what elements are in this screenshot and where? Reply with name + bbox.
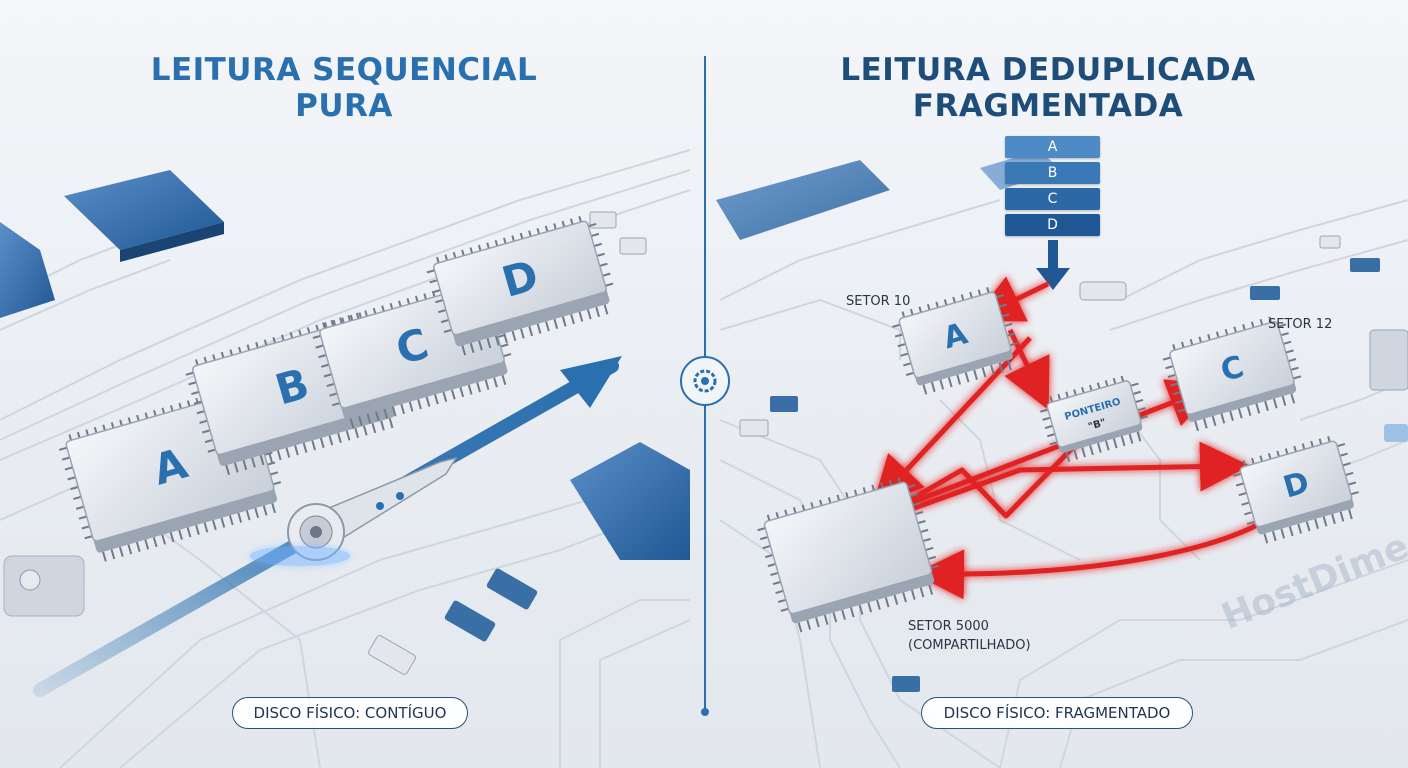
decor-chip-blue-topright (716, 160, 890, 240)
left-title-line2: PURA (295, 88, 393, 124)
label-sector-10: SETOR 10 (846, 294, 911, 309)
chip-d-face (1239, 440, 1353, 528)
request-arrow-head (1036, 268, 1070, 290)
disk-read-head (250, 456, 458, 566)
decor-chip-blue-center-right (570, 442, 690, 560)
gear-icon (680, 356, 730, 406)
sequential-arrow-head (560, 356, 622, 408)
left-panel-title: LEITURA SEQUENCIAL PURA (44, 52, 644, 124)
chip-sector-10-a: A (892, 287, 1018, 395)
stack-block-a: A (1005, 136, 1100, 158)
decor-chip-blue-left-edge (0, 222, 55, 318)
stack-block-b: B (1005, 162, 1100, 184)
label-sector-5000: SETOR 5000 (COMPARTILHADO) (908, 617, 1031, 655)
chip-pointer-b-label-2: "B" (1087, 417, 1107, 433)
request-block-stack: A B C D (1005, 136, 1100, 240)
right-panel-title: LEITURA DEDUPLICADA FRAGMENTADA (748, 52, 1348, 124)
stack-block-c: C (1005, 188, 1100, 210)
right-title-line1: LEITURA DEDUPLICADA (840, 52, 1256, 88)
stack-block-d: D (1005, 214, 1100, 236)
chip-sector-12-c-pins (1162, 316, 1302, 432)
left-chip-d-pins (426, 215, 614, 356)
chip-sector-10-a-face (898, 291, 1012, 379)
decor-components-right (739, 235, 1408, 692)
chip-sector-12-c: C (1162, 316, 1302, 432)
decor-resistors-left (368, 211, 647, 675)
chip-pointer-b-face (1046, 380, 1142, 448)
right-chip-group: A CD PONTEIRO"B" (757, 287, 1359, 633)
chip-pointer-b: PONTEIRO"B" (1040, 375, 1148, 462)
decor-chip-blue-topleft (64, 170, 224, 262)
left-footer-label: DISCO FÍSICO: CONTÍGUO (232, 697, 468, 729)
chip-d: D (1233, 436, 1359, 544)
chip-sector-12-c-face (1169, 321, 1295, 415)
label-sector-5000-line2: (COMPARTILHADO) (908, 638, 1031, 653)
decor-component-bottom-left (3, 555, 85, 617)
left-chip-d: D (426, 215, 614, 356)
chip-pointer-b-pins (1040, 375, 1148, 462)
right-footer-label: DISCO FÍSICO: FRAGMENTADO (921, 697, 1193, 729)
chip-d-pins (1233, 436, 1359, 544)
label-sector-12: SETOR 12 (1268, 317, 1333, 332)
label-sector-5000-line1: SETOR 5000 (908, 619, 989, 634)
left-chip-d-face (433, 220, 607, 336)
chip-sector-5000-shared-face (763, 481, 933, 615)
left-title-line1: LEITURA SEQUENCIAL (150, 52, 538, 88)
right-title-line2: FRAGMENTADA (912, 88, 1184, 124)
chip-sector-10-a-pins (892, 287, 1018, 395)
left-chip-b-pins (185, 312, 399, 476)
chip-sector-5000-shared (757, 477, 939, 633)
chip-sector-5000-shared-pins (757, 477, 939, 633)
